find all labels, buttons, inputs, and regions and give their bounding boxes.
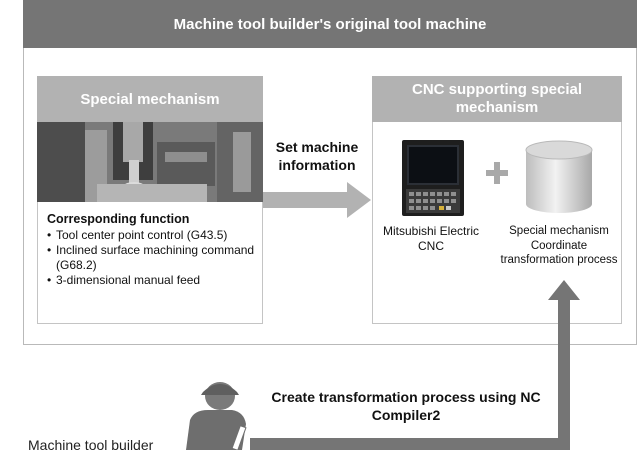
create-process-arrow — [250, 280, 580, 450]
machine-title: Machine tool builder's original tool mac… — [23, 0, 637, 48]
function-item: 3-dimensional manual feed — [47, 273, 257, 288]
create-process-label: Create transformation process using NC C… — [271, 389, 541, 423]
builder-label: Machine tool builder — [28, 437, 154, 453]
function-list: Tool center point control (G43.5) Inclin… — [47, 228, 257, 288]
cnc-unit-icon — [402, 140, 464, 216]
set-info-label: Set machine information — [275, 139, 359, 173]
function-section: Corresponding function Tool center point… — [47, 212, 257, 288]
builder-figure-icon — [186, 382, 247, 450]
function-title: Corresponding function — [47, 212, 190, 226]
function-item: Inclined surface machining command (G68.… — [47, 243, 257, 273]
function-item: Tool center point control (G43.5) — [47, 228, 257, 243]
machine-photo — [37, 122, 263, 202]
plus-icon — [486, 162, 508, 184]
cnc-label: Mitsubishi Electric CNC — [382, 224, 480, 253]
database-icon — [525, 140, 593, 213]
special-mechanism-title: Special mechanism — [37, 76, 263, 122]
machine-photo-graphic — [37, 122, 263, 202]
process-label: Special mechanism Coordinate transformat… — [500, 225, 618, 266]
cnc-title: CNC supporting special mechanism — [372, 76, 622, 122]
set-info-arrow — [263, 182, 371, 218]
